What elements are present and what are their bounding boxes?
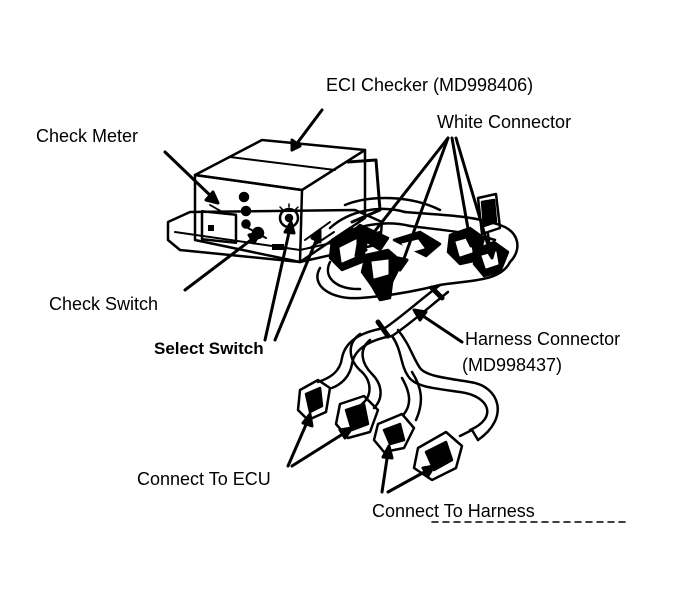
label-connect-ecu: Connect To ECU (137, 469, 271, 489)
leader-lines (163, 108, 497, 494)
label-white-connector: White Connector (437, 112, 572, 132)
harness-connector-2 (412, 428, 480, 482)
check-meter-display (200, 204, 238, 245)
label-harness-connector: Harness Connector (465, 329, 621, 349)
harness-connector-1 (372, 412, 416, 454)
label-connect-harness: Connect To Harness (372, 501, 535, 521)
ecu-connector-2 (334, 394, 380, 440)
label-harness-connector-part: (MD998437) (462, 355, 563, 375)
ecu-connector-1 (296, 378, 332, 422)
label-eci-checker: ECI Checker (MD998406) (326, 75, 534, 95)
label-select-switch: Select Switch (154, 339, 264, 358)
white-connector-right (446, 192, 510, 278)
label-check-switch: Check Switch (49, 294, 159, 314)
eci-checker-unit (166, 138, 384, 264)
label-check-meter: Check Meter (36, 126, 139, 146)
white-connector-left (328, 223, 442, 302)
